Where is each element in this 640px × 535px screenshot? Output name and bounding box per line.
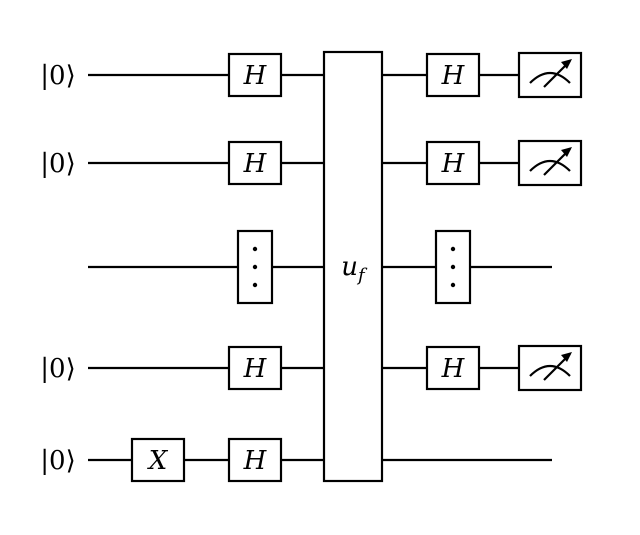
vdots-dot-2 (450, 282, 456, 288)
pre-gate-0-1: H (227, 52, 283, 98)
gate-box (425, 140, 481, 186)
post-gate-2: ⋮ (434, 229, 472, 305)
vdots-dot-1 (252, 264, 258, 270)
meter-arc (529, 71, 571, 84)
gate-box (130, 437, 186, 483)
gates-layer: H H H H ⋮ ⋮ H H X Huf (130, 50, 583, 483)
input-state-label: |0⟩ (40, 61, 75, 91)
oracle-box (322, 50, 384, 483)
measurement-meter-icon (517, 344, 583, 392)
pre-gate-4-1: H (227, 437, 283, 483)
meter-box (517, 51, 583, 99)
post-gate-0: H (425, 52, 481, 98)
gate-label: H (441, 354, 466, 384)
meter-arc (529, 364, 571, 377)
input-state-label: |0⟩ (40, 354, 75, 384)
gate-box (425, 52, 481, 98)
measurement-meter-icon (517, 139, 583, 187)
measurement-meter-icon (517, 51, 583, 99)
input-state-label: |0⟩ (40, 446, 75, 476)
wires-layer (88, 73, 552, 462)
gate-box (227, 140, 283, 186)
meter-box (517, 344, 583, 392)
vdots-label: ⋮ (243, 245, 267, 273)
pre-gate-1-1: H (227, 140, 283, 186)
post-gate-3: H (425, 345, 481, 391)
vdots-dot-0 (450, 246, 456, 252)
gate-label: H (243, 354, 268, 384)
meter-arrowhead (561, 352, 572, 362)
meter-arc (529, 159, 571, 172)
pre-gate-3-1: H (227, 345, 283, 391)
gate-label: H (441, 149, 466, 179)
gate-label: H (243, 446, 268, 476)
gate-label: H (243, 61, 268, 91)
vdots-dot-0 (252, 246, 258, 252)
gate-box (227, 437, 283, 483)
vdots-dot-1 (450, 264, 456, 270)
gate-box (227, 345, 283, 391)
vdots-dot-2 (252, 282, 258, 288)
gate-box (227, 52, 283, 98)
vdots-label: ⋮ (441, 245, 465, 273)
gate-label: H (243, 149, 268, 179)
pre-gate-2-1: ⋮ (236, 229, 274, 305)
gate-box (425, 345, 481, 391)
meter-arrowhead (561, 147, 572, 157)
labels-layer: |0⟩ |0⟩ |0⟩ |0⟩ (40, 61, 75, 476)
post-gate-1: H (425, 140, 481, 186)
pre-gate-4-0: X (130, 437, 186, 483)
meter-box (517, 139, 583, 187)
gate-label: H (441, 61, 466, 91)
meter-arrowhead (561, 59, 572, 69)
input-state-label: |0⟩ (40, 149, 75, 179)
gate-label: X (147, 446, 169, 476)
oracle-gate: uf (322, 50, 384, 483)
